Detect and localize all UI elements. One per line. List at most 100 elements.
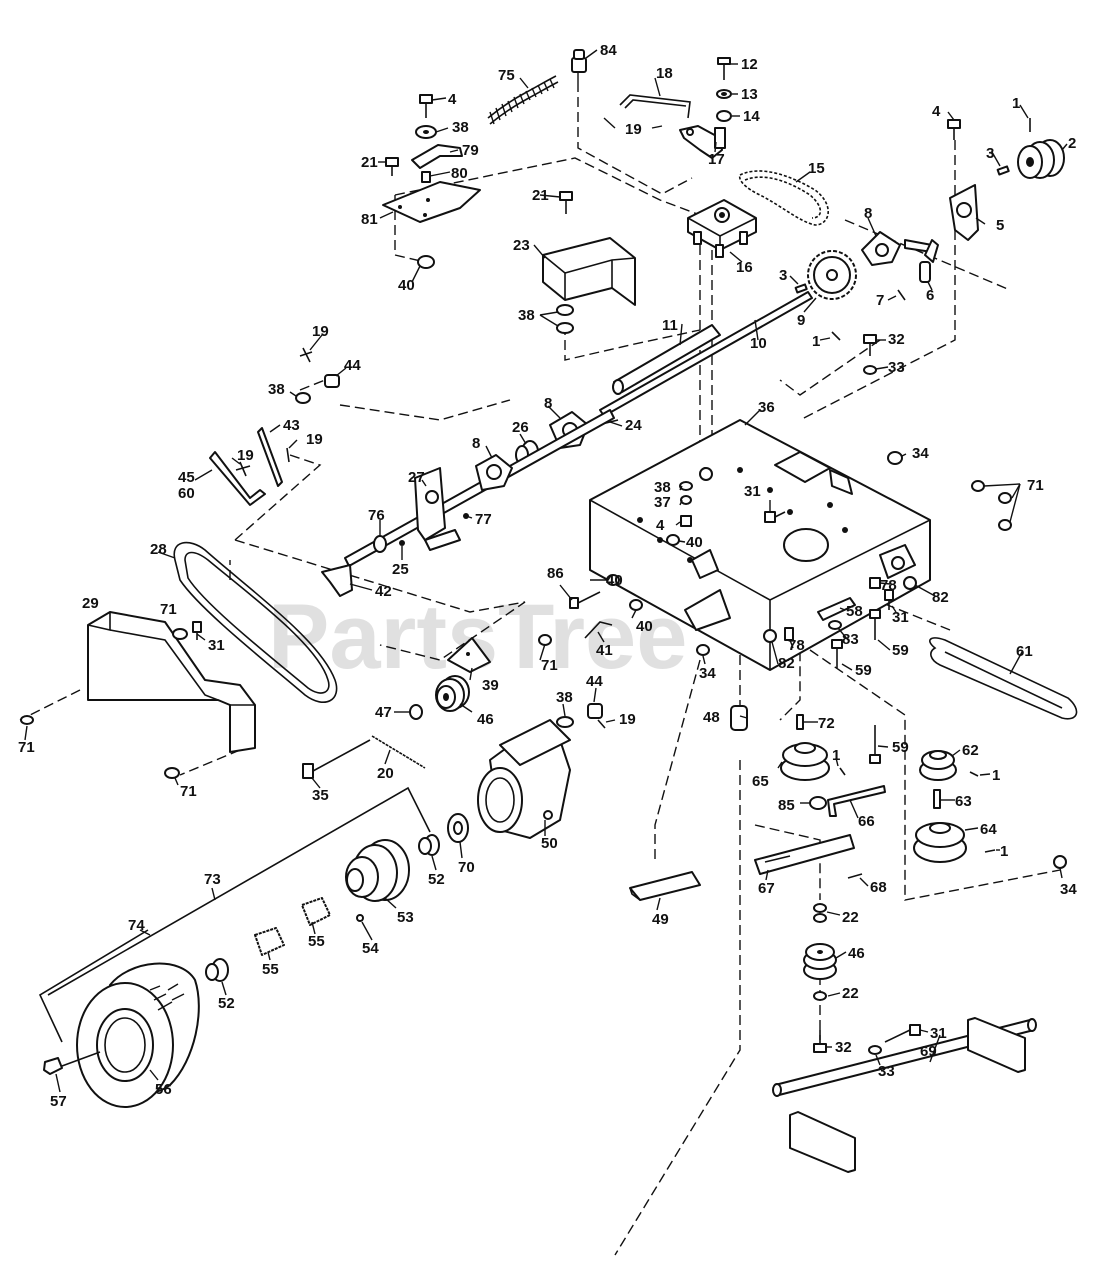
pin-7-part <box>897 289 906 301</box>
nut-37-part <box>680 495 692 505</box>
washer-13-part <box>716 89 732 99</box>
callout-8-c: 8 <box>472 435 480 452</box>
callout-19-d: 19 <box>237 447 254 464</box>
callout-43: 43 <box>283 417 300 434</box>
callout-71-a: 71 <box>1027 477 1044 494</box>
callout-4-a: 4 <box>448 91 457 108</box>
callout-8-a: 8 <box>864 205 872 222</box>
callout-23: 23 <box>513 237 530 254</box>
bolt-31c-part <box>884 589 894 610</box>
callout-27: 27 <box>408 469 425 486</box>
callout-83: 83 <box>842 631 859 648</box>
nut-71b-part <box>20 715 34 725</box>
flange-8a-part <box>861 231 901 266</box>
callout-47: 47 <box>375 704 392 721</box>
guard-29-part <box>87 611 256 753</box>
bolt-78a-part <box>869 577 881 589</box>
spacer-80-part <box>421 171 431 183</box>
axle-bar-69-part <box>772 1017 1037 1173</box>
callout-59-b: 59 <box>855 662 872 679</box>
pulley-64-part <box>913 822 967 863</box>
callout-53: 53 <box>397 909 414 926</box>
callout-19-e: 19 <box>619 711 636 728</box>
callout-31-b: 31 <box>744 483 761 500</box>
bolt-31d-part <box>884 1024 921 1043</box>
callout-75: 75 <box>498 67 515 84</box>
pin-63-part <box>933 789 941 809</box>
callout-56: 56 <box>155 1081 172 1098</box>
callout-31-a: 31 <box>208 637 225 654</box>
spring-part <box>487 75 559 125</box>
callout-25: 25 <box>392 561 409 578</box>
belt-28-part <box>173 541 338 704</box>
washer-38b-part <box>295 392 311 404</box>
chain-part <box>738 170 829 226</box>
bearing-bracket-5-part <box>949 184 979 241</box>
bolt-78b-part <box>784 627 794 641</box>
callout-4-b: 4 <box>932 103 941 120</box>
nut-40d-part <box>629 599 643 611</box>
callout-1-a: 1 <box>1012 95 1020 112</box>
callout-79: 79 <box>462 142 479 159</box>
callout-60: 60 <box>178 485 195 502</box>
callout-32-a: 32 <box>888 331 905 348</box>
bolt-86-part <box>569 591 601 609</box>
flange-8c-part <box>475 454 513 491</box>
callout-labels: 84 75 18 19 17 12 13 14 15 16 4 38 79 80… <box>18 42 1077 1110</box>
callout-54: 54 <box>362 940 379 957</box>
callout-80: 80 <box>451 165 468 182</box>
pin-19d-part <box>597 719 606 729</box>
callout-8-b: 8 <box>544 395 552 412</box>
washer-38d-part <box>556 716 574 728</box>
arm-67-part <box>754 834 855 875</box>
callout-22-b: 22 <box>842 985 859 1002</box>
callout-77: 77 <box>475 511 492 528</box>
callout-2: 2 <box>1068 135 1076 152</box>
nut-57-part <box>43 1051 101 1075</box>
callout-38-a: 38 <box>452 119 469 136</box>
callout-58: 58 <box>846 603 863 620</box>
washer-38c-part <box>556 304 574 334</box>
callout-20: 20 <box>377 765 394 782</box>
callout-67: 67 <box>758 880 775 897</box>
callout-70: 70 <box>458 859 475 876</box>
washer-38a-part <box>415 125 437 139</box>
callout-1-b: 1 <box>812 333 820 350</box>
callout-82-a: 82 <box>932 589 949 606</box>
pulley-46b-part <box>803 943 837 980</box>
callout-16: 16 <box>736 259 753 276</box>
spline-55a-part <box>301 897 331 926</box>
callout-31-d: 31 <box>930 1025 947 1042</box>
callout-59-a: 59 <box>892 642 909 659</box>
washer-33b-part <box>868 1045 882 1055</box>
bushing-44b-part <box>587 703 603 719</box>
callout-52-b: 52 <box>218 995 235 1012</box>
callout-13: 13 <box>741 86 758 103</box>
callout-36: 36 <box>758 399 775 416</box>
bushing-44a-part <box>324 374 340 388</box>
callout-46-b: 46 <box>848 945 865 962</box>
callout-1-e: 1 <box>1000 843 1008 860</box>
pin-19c-part <box>286 447 290 463</box>
assembly-bracket-74 <box>38 929 149 1043</box>
nut-14-part <box>716 110 732 122</box>
callout-19-b: 19 <box>312 323 329 340</box>
callout-29: 29 <box>82 595 99 612</box>
link-6-part <box>904 239 939 283</box>
bolt-59a-part <box>869 609 881 640</box>
washer-33a-part <box>863 365 877 375</box>
grease-fitting-part <box>571 49 587 82</box>
pin-72-part <box>796 714 804 730</box>
callout-59-c: 59 <box>892 739 909 756</box>
bolt-4c-part <box>680 515 692 527</box>
callout-10: 10 <box>750 335 767 352</box>
callout-34-c: 34 <box>1060 881 1077 898</box>
callout-21-a: 21 <box>361 154 378 171</box>
pad-49-part <box>629 871 701 901</box>
callout-38-d: 38 <box>556 689 573 706</box>
callout-12: 12 <box>741 56 758 73</box>
lever-part <box>679 125 726 159</box>
shaft-10-part <box>599 291 813 417</box>
callout-48: 48 <box>703 709 720 726</box>
callout-34-b: 34 <box>699 665 716 682</box>
